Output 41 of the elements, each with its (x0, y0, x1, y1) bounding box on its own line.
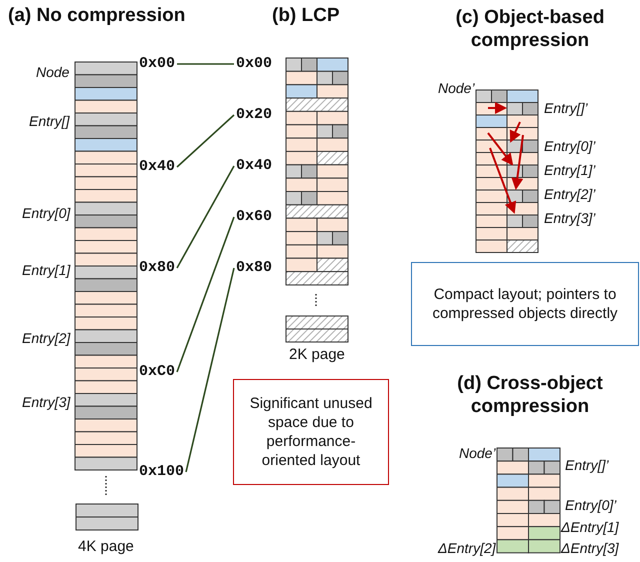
address-label: 0x40 (139, 159, 176, 175)
address-label: 0x00 (236, 56, 272, 72)
field-label: Entry[0]’ (565, 497, 616, 513)
field-label: ΔEntry[3] (561, 540, 619, 556)
connector-line (177, 63, 234, 65)
panel-title: (c) Object-based compression (454, 6, 606, 52)
connector-line (176, 166, 235, 268)
address-label: 0x00 (139, 56, 176, 72)
connector-line (185, 268, 235, 472)
callout-box: Compact layout; pointers to compressed objects directly (411, 262, 639, 346)
field-label: Node (36, 64, 70, 80)
field-label: Entry[1] (22, 262, 70, 278)
field-label: ΔEntry[2] (438, 540, 496, 556)
field-label: Entry[1]’ (544, 162, 596, 178)
address-label: 0x40 (236, 158, 272, 174)
panel-title: (d) Cross-object compression (456, 372, 604, 418)
address-label: 0x80 (139, 260, 176, 276)
field-label: ΔEntry[1] (561, 519, 619, 535)
field-label: Entry[2]’ (544, 186, 596, 202)
field-label: Entry[0] (22, 205, 70, 221)
address-label: 0x100 (139, 464, 184, 480)
field-label: Entry[]’ (565, 457, 609, 473)
caption-text: 4K page (78, 538, 134, 556)
field-label: Entry[3] (22, 394, 70, 410)
address-label: 0x20 (236, 107, 272, 123)
field-label: Entry[3]’ (544, 210, 596, 226)
address-label: 0x60 (236, 209, 272, 225)
caption-text: 2K page (289, 346, 345, 364)
field-label: Entry[0]’ (544, 138, 596, 154)
field-label: Entry[2] (22, 330, 70, 346)
field-label: Node’ (459, 445, 496, 461)
address-label: 0x80 (236, 260, 272, 276)
field-label: Entry[] (29, 113, 70, 129)
field-label: Entry[]’ (544, 100, 588, 116)
connector-line (176, 114, 235, 168)
panel-title: (a) No compression (8, 4, 186, 27)
address-label: 0xC0 (139, 364, 176, 380)
field-label: Node’ (438, 80, 475, 96)
callout-box: Significant unused space due to performance-oriented layout (233, 379, 389, 485)
connector-line (176, 216, 235, 372)
panel-title: (b) LCP (272, 4, 340, 27)
